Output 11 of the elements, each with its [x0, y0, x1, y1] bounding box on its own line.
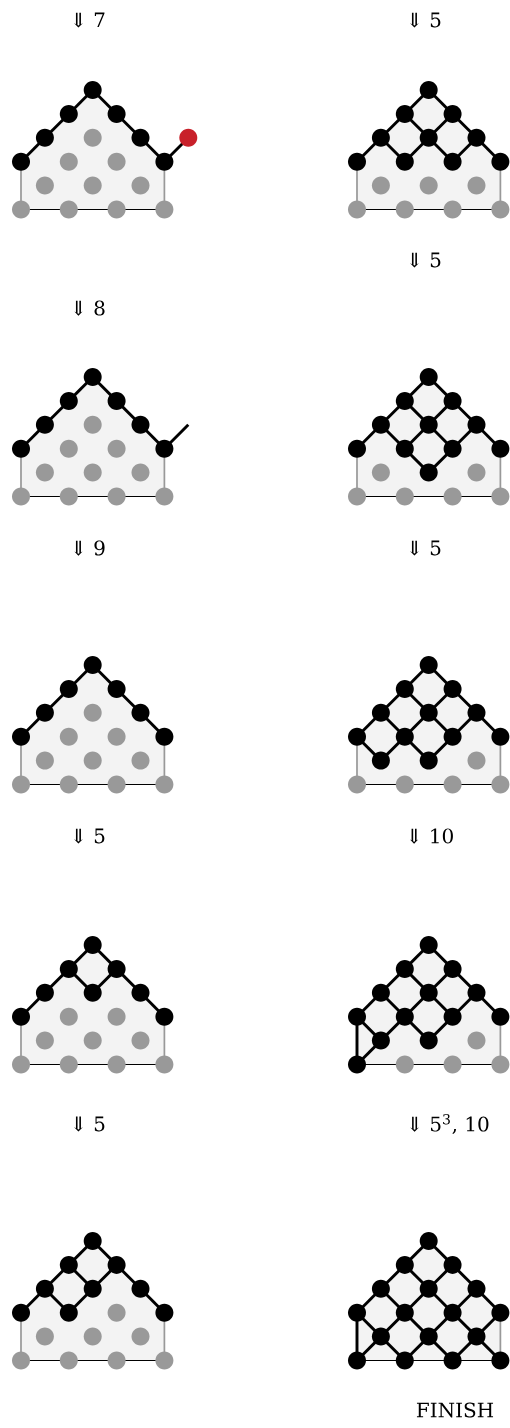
step-label: ⇓ 9 — [74, 540, 105, 556]
step-label: ⇓ 5 — [410, 252, 441, 268]
step-label: ⇓ 5 — [74, 828, 105, 844]
step-label: ⇓ 5 — [74, 1116, 105, 1132]
step-label: ⇓ 5 — [410, 540, 441, 556]
step-label: ⇓ 10 — [410, 828, 453, 844]
step-label: ⇓ 5 — [410, 12, 441, 28]
step-label: ⇓ 8 — [74, 300, 105, 316]
step-label: ⇓ 7 — [74, 12, 105, 28]
step-label: FINISH — [416, 1402, 494, 1418]
step-label: ⇓ 5$^{3}$, 10 — [410, 1113, 489, 1135]
